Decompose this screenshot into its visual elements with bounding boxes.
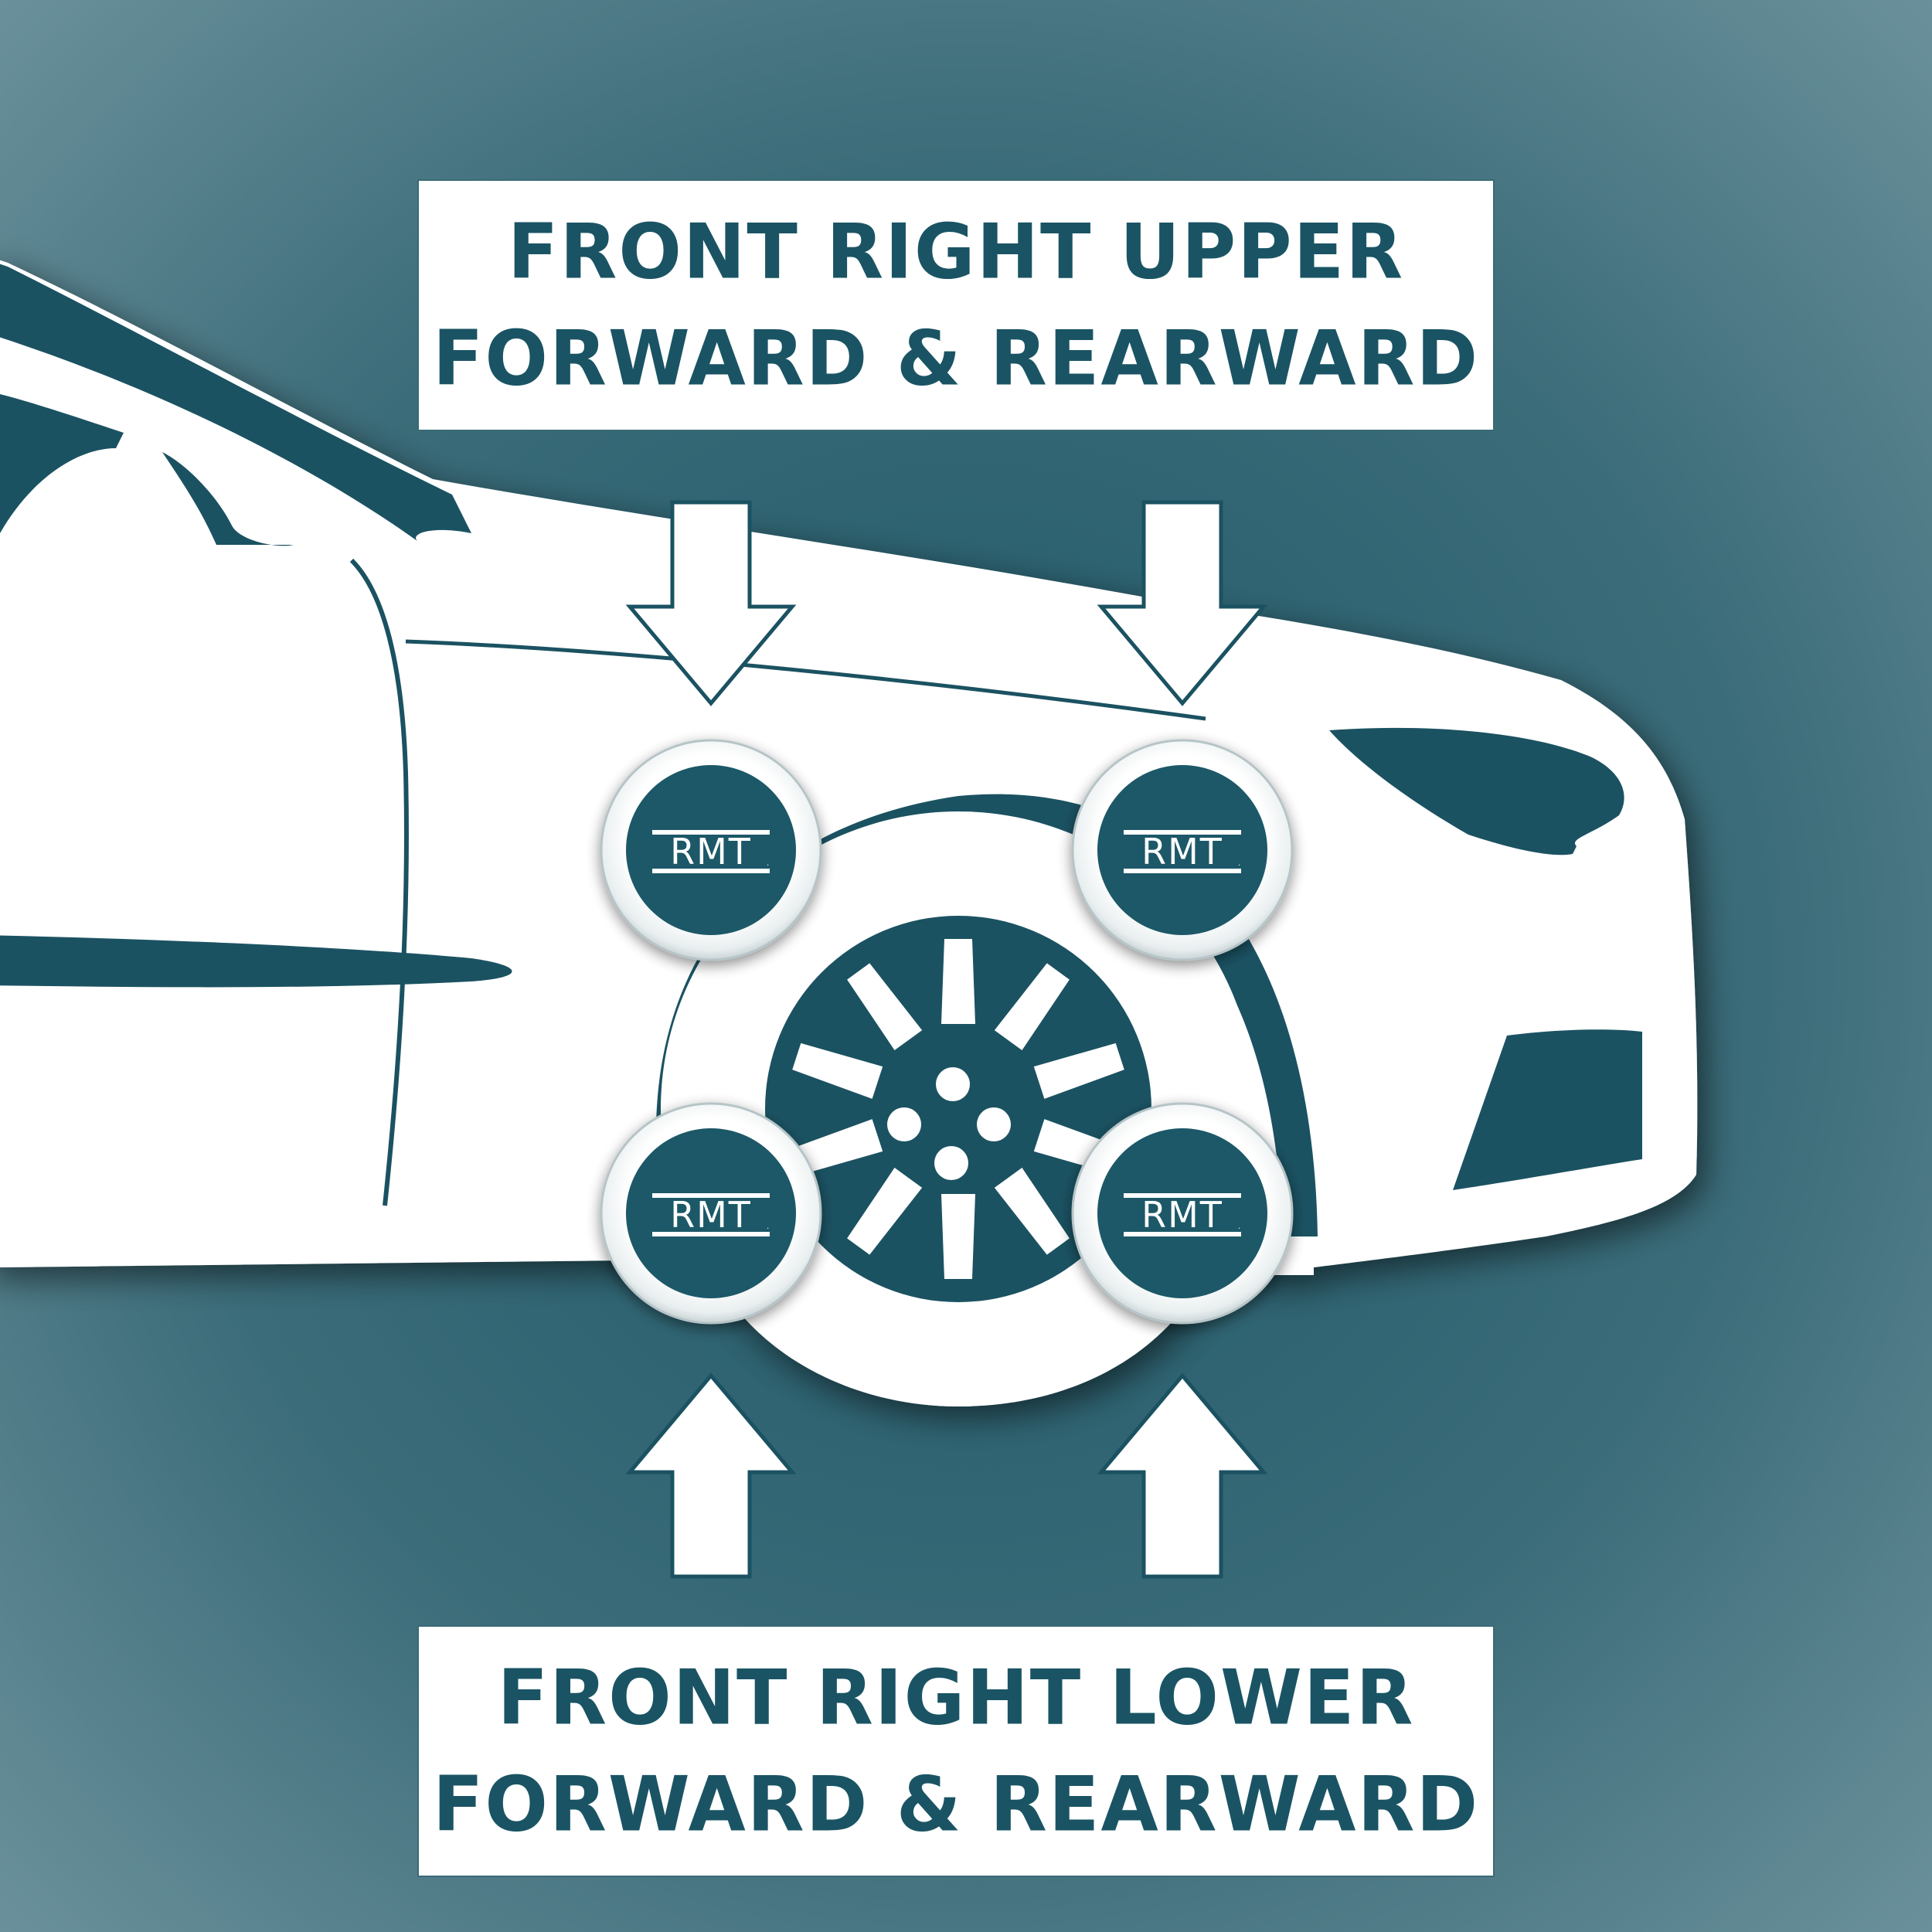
rmt-badge-upper-forward [1071,739,1294,961]
lower-label-line2: FORWARD & REARWARD [432,1760,1480,1849]
car-details [0,264,1642,1260]
rmt-badge-upper-rear [600,739,822,961]
upper-label-box: FRONT RIGHT UPPER FORWARD & REARWARD [417,179,1495,431]
upper-label-line1: FRONT RIGHT UPPER [507,207,1405,297]
upper-label-line2: FORWARD & REARWARD [432,314,1480,403]
lower-label-line1: FRONT RIGHT LOWER [497,1653,1415,1743]
rmt-badge-lower-forward [1071,1102,1294,1325]
rmt-badge-lower-rear [600,1102,822,1325]
lower-label-box: FRONT RIGHT LOWER FORWARD & REARWARD [417,1625,1495,1877]
